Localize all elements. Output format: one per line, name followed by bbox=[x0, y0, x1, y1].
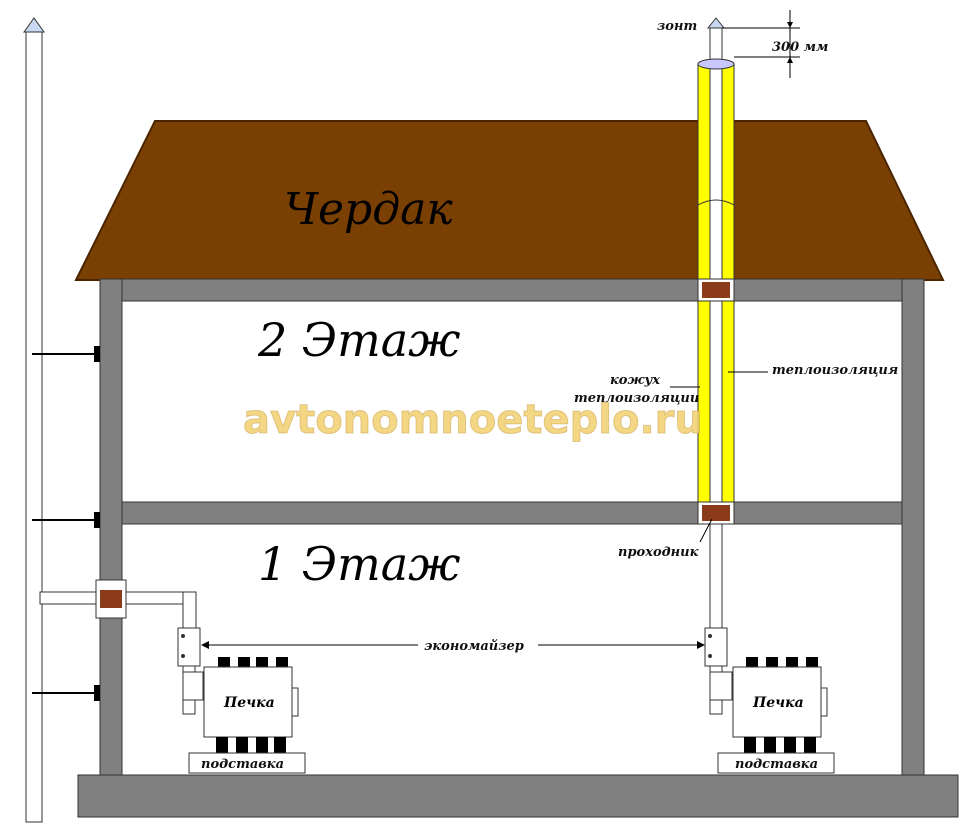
stove-right-label: Печка bbox=[752, 695, 804, 711]
passthrough-callout-line bbox=[699, 518, 713, 543]
chimney-bare-pipe bbox=[709, 523, 723, 629]
economizer-right-knob bbox=[708, 634, 712, 638]
left-passthrough-insert bbox=[100, 590, 122, 608]
right-wall bbox=[901, 278, 925, 776]
stove-left-label: Печка bbox=[223, 695, 275, 711]
economizer-arrowhead bbox=[201, 641, 209, 649]
roof bbox=[74, 120, 945, 281]
casing-label-line2: теплоизоляции bbox=[574, 391, 699, 406]
stove-left bbox=[203, 657, 299, 753]
bracket-plate bbox=[94, 512, 100, 528]
stove-right bbox=[732, 657, 828, 753]
middle-floor-slab bbox=[99, 501, 924, 525]
outdoor-pipe bbox=[25, 31, 43, 823]
economizer-arrowhead bbox=[697, 641, 705, 649]
stand-left-label: подставка bbox=[201, 757, 284, 772]
floor1-label: 1 Этаж bbox=[258, 537, 460, 591]
chimney-inner-flue-lower bbox=[709, 300, 723, 503]
watermark: avtonomnoeteplo.ru bbox=[243, 397, 703, 443]
right-stove-collar bbox=[709, 671, 733, 701]
economizer-right bbox=[704, 627, 728, 667]
economizer-left-knob bbox=[181, 654, 185, 658]
foundation bbox=[77, 774, 959, 818]
bracket-plate bbox=[94, 346, 100, 362]
economizer-left-knob bbox=[181, 634, 185, 638]
economizer-left bbox=[177, 627, 201, 667]
chimney-top-opening bbox=[697, 58, 735, 70]
dimension-arrow bbox=[787, 57, 793, 63]
stand-right bbox=[717, 752, 835, 774]
economizer-label: экономайзер bbox=[424, 639, 524, 654]
left-flue-vertical bbox=[182, 591, 197, 629]
floor-passthrough-insert bbox=[702, 505, 730, 521]
attic-passthrough-insert bbox=[702, 282, 730, 298]
umbrella-cap bbox=[706, 17, 726, 29]
stand-right-label: подставка bbox=[735, 757, 818, 772]
floor2-label: 2 Этаж bbox=[257, 313, 460, 367]
attic-label: Чердак bbox=[284, 184, 453, 235]
left-wall bbox=[99, 278, 123, 776]
chimney-inner-flue-upper bbox=[709, 63, 723, 280]
chimney-joint bbox=[697, 199, 735, 206]
economizer-right-knob bbox=[708, 654, 712, 658]
height-label: 300 мм bbox=[772, 40, 828, 55]
outdoor-pipe-cap bbox=[23, 17, 45, 33]
umbrella-label: зонт bbox=[657, 19, 697, 34]
casing-label-line1: кожух bbox=[610, 373, 660, 388]
passthrough-label: проходник bbox=[618, 545, 699, 560]
stand-left bbox=[188, 752, 306, 774]
bracket-plate bbox=[94, 685, 100, 701]
insulation-label: теплоизоляция bbox=[772, 363, 898, 378]
dimension-arrow bbox=[787, 22, 793, 28]
attic-floor-slab bbox=[99, 278, 924, 302]
left-stove-collar bbox=[182, 671, 204, 701]
